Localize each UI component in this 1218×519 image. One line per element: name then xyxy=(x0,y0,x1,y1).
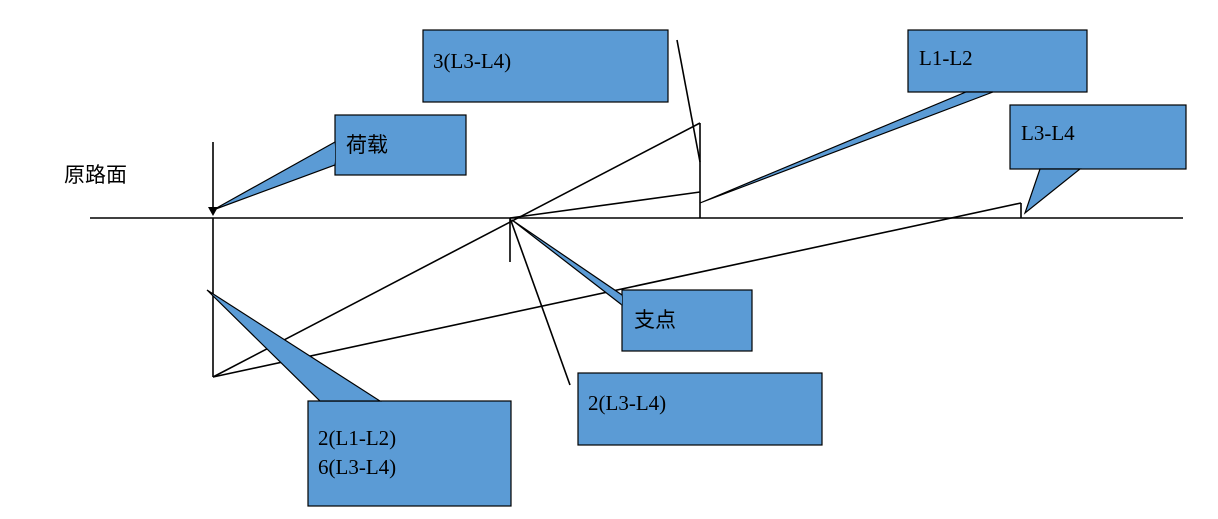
bottom-pointer-line xyxy=(509,217,571,386)
road-surface-label: 原路面 xyxy=(64,163,127,187)
callout-pointer-join xyxy=(620,295,622,305)
callout-pointer xyxy=(1023,168,1082,215)
callout-box xyxy=(577,372,823,446)
lever-long-line xyxy=(212,202,1022,378)
lever-mid-line xyxy=(509,191,701,219)
right-pointer-line xyxy=(676,39,701,163)
callout-pointer xyxy=(699,91,994,204)
callout-right: L3-L4 xyxy=(1009,104,1187,215)
callout-text: 3(L3-L4) xyxy=(433,49,511,73)
callout-box xyxy=(307,400,512,507)
callout-top-right: L1-L2 xyxy=(699,29,1088,204)
callout-box xyxy=(334,114,467,176)
callout-text: 支点 xyxy=(634,308,676,332)
callout-pointer-join xyxy=(333,142,335,165)
callout-text: 2(L1-L2) xyxy=(318,426,396,450)
callout-bottom-left: 2(L1-L2) 6(L3-L4) xyxy=(206,289,512,507)
callout-text: L3-L4 xyxy=(1021,121,1075,145)
callout-fulcrum: 支点 xyxy=(511,219,753,352)
callout-box xyxy=(907,29,1088,93)
callout-top-mid: 3(L3-L4) xyxy=(422,29,669,103)
callout-text: L1-L2 xyxy=(919,46,973,70)
callout-box xyxy=(1009,104,1187,170)
callout-text: 荷载 xyxy=(346,133,388,157)
callout-text: 2(L3-L4) xyxy=(588,391,666,415)
callout-pointer xyxy=(206,289,383,402)
callout-box xyxy=(621,289,753,352)
callout-pointer xyxy=(511,219,623,307)
callout-bottom-mid: 2(L3-L4) xyxy=(577,372,823,446)
lever-steep-line xyxy=(212,122,701,378)
callout-box xyxy=(422,29,669,103)
callout-text: 6(L3-L4) xyxy=(318,455,396,479)
callout-pointer xyxy=(212,140,336,211)
callout-load: 荷载 xyxy=(212,114,467,211)
